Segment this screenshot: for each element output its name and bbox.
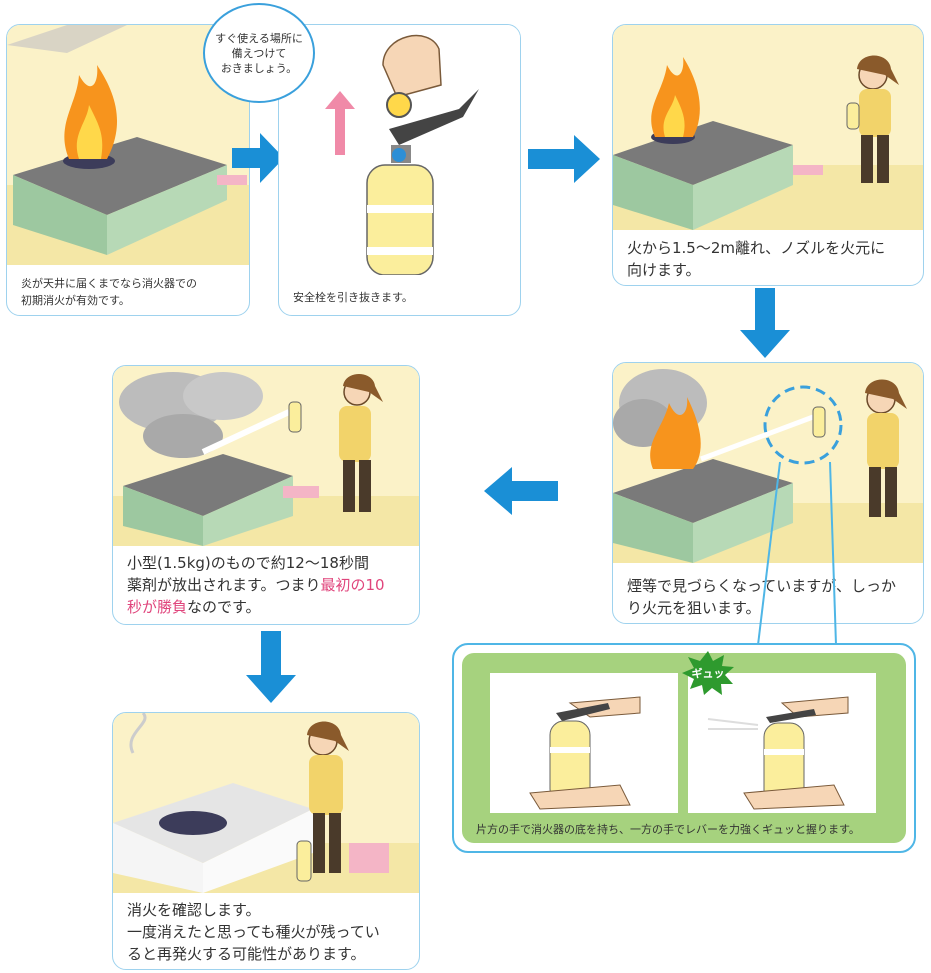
extinguisher-pin-illustration bbox=[279, 25, 520, 275]
step-card-5: 小型(1.5kg)のもので約12〜18秒間 薬剤が放出されます。つまり最初の10… bbox=[112, 365, 420, 625]
step-5-caption: 小型(1.5kg)のもので約12〜18秒間 薬剤が放出されます。つまり最初の10… bbox=[127, 552, 409, 618]
arrow-left bbox=[484, 467, 558, 519]
squeeze-burst-label: ギュッ bbox=[691, 667, 725, 680]
fire-out-illustration bbox=[113, 713, 419, 893]
step-card-3: 火から1.5〜2m離れ、ノズルを火元に 向けます。 bbox=[612, 24, 924, 286]
step-5-caption-before: 小型(1.5kg)のもので約12〜18秒間 薬剤が放出されます。つまり bbox=[127, 554, 369, 594]
step-card-6: 消火を確認します。 一度消えたと思っても種火が残ってい ると再発火する可能性があ… bbox=[112, 712, 420, 970]
squeeze-burst-badge: ギュッ bbox=[682, 651, 734, 695]
step-5-caption-highlight: 最初の10 秒が勝負 bbox=[127, 576, 385, 616]
placement-tip-bubble: すぐ使える場所に 備えつけて おきましょう。 bbox=[203, 3, 315, 103]
arrow-down-2 bbox=[246, 631, 296, 707]
grip-detail-caption: 片方の手で消火器の底を持ち、一方の手でレバーを力強くギュッと握ります。 bbox=[476, 823, 860, 836]
arrow-right-2 bbox=[528, 135, 600, 187]
arrow-right-1 bbox=[232, 133, 284, 187]
grip-detail-background: 片方の手で消火器の底を持ち、一方の手でレバーを力強くギュッと握ります。 bbox=[462, 653, 906, 843]
step-3-caption: 火から1.5〜2m離れ、ノズルを火元に 向けます。 bbox=[627, 239, 886, 279]
arrow-down-1 bbox=[740, 288, 790, 362]
grip-detail-right-image bbox=[688, 673, 876, 813]
grip-detail-panel: 片方の手で消火器の底を持ち、一方の手でレバーを力強くギュッと握ります。 ギュッ bbox=[452, 643, 916, 853]
step-1-caption: 炎が天井に届くまでなら消火器での 初期消火が有効です。 bbox=[21, 277, 197, 307]
discharge-illustration bbox=[113, 366, 419, 546]
approach-fire-illustration bbox=[613, 25, 923, 230]
step-5-caption-after: なのです。 bbox=[187, 598, 261, 616]
grip-detail-left-image bbox=[490, 673, 678, 813]
step-card-4: 煙等で見づらくなっていますが、しっか り火元を狙います。 bbox=[612, 362, 924, 624]
step-6-caption: 消火を確認します。 一度消えたと思っても種火が残ってい ると再発火する可能性があ… bbox=[127, 901, 380, 963]
step-card-2: 安全栓を引き抜きます。 bbox=[278, 24, 521, 316]
aim-at-fire-illustration bbox=[613, 363, 923, 563]
step-2-caption: 安全栓を引き抜きます。 bbox=[293, 291, 413, 304]
kitchen-fire-illustration bbox=[7, 25, 249, 265]
step-4-caption: 煙等で見づらくなっていますが、しっか り火元を狙います。 bbox=[627, 577, 896, 617]
